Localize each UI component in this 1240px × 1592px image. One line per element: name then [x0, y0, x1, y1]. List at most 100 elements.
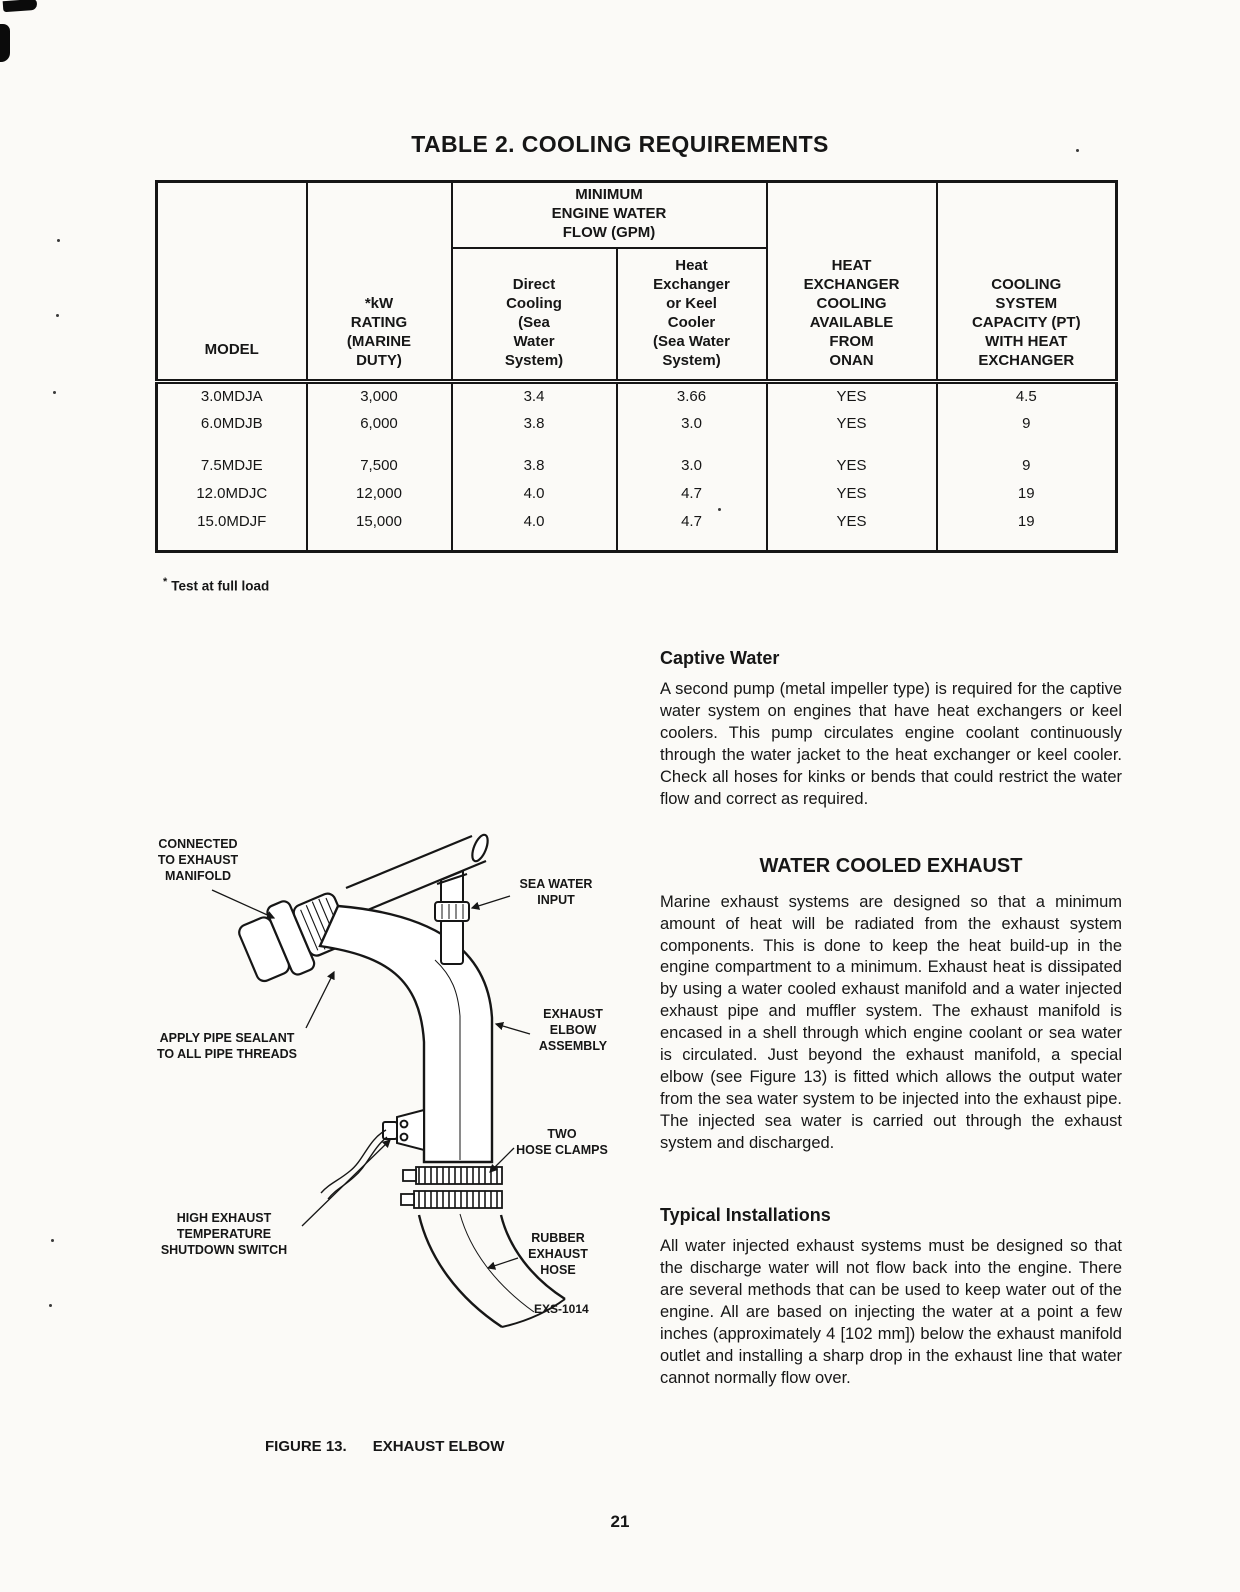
scan-artifact: [0, 24, 10, 62]
hose-clamps: [400, 1166, 503, 1209]
footnote-asterisk: *: [163, 576, 168, 588]
table-cell: 9: [935, 409, 1118, 438]
section-water-cooled-exhaust: WATER COOLED EXHAUST Marine exhaust syst…: [660, 855, 1122, 1155]
exhaust-inlet-pipe: [345, 833, 489, 916]
label-rubber-exhaust-hose: RUBBER EXHAUST HOSE: [528, 1231, 588, 1277]
table-cell: 4.5: [935, 381, 1118, 410]
table-cell: YES: [765, 451, 938, 480]
section-typical-installations: Typical Installations All water injected…: [660, 1205, 1122, 1390]
header-row-2: Direct Cooling (Sea Water System) Heat E…: [157, 247, 1117, 384]
table-cell: 4.0: [450, 479, 618, 508]
captive-water-heading: Captive Water: [660, 648, 780, 668]
table-cell-empty: [155, 437, 308, 452]
table-cell: 3.4: [450, 381, 618, 410]
drawing-code: EXS-1014: [534, 1302, 589, 1316]
col-header-hx-available: HEAT EXCHANGER COOLING AVAILABLE FROM ON…: [765, 181, 938, 384]
sea-water-fitting: [434, 869, 470, 965]
callout-arrows: [211, 889, 531, 1270]
col-header-heat-exchanger: Heat Exchanger or Keel Cooler (Sea Water…: [615, 247, 768, 384]
section-captive-water: Captive Water A second pump (metal impel…: [660, 648, 1122, 811]
scan-artifact: [2, 0, 38, 13]
typical-installations-heading: Typical Installations: [660, 1204, 831, 1225]
figure-13-caption: FIGURE 13. EXHAUST ELBOW: [265, 1438, 504, 1455]
table-cell-empty: [935, 437, 1118, 452]
scan-speck: [53, 391, 56, 394]
text-column: Captive Water A second pump (metal impel…: [660, 648, 1122, 1389]
table-title: TABLE 2. COOLING REQUIREMENTS: [411, 131, 829, 157]
cooling-requirements-table: MODEL *kW RATING (MARINE DUTY) MINIMUM E…: [155, 180, 1119, 553]
col-header-capacity: COOLING SYSTEM CAPACITY (PT) WITH HEAT E…: [935, 181, 1118, 384]
table-cell: YES: [765, 409, 938, 438]
table-cell: 15.0MDJF: [155, 507, 308, 536]
header-row-1: MODEL *kW RATING (MARINE DUTY) MINIMUM E…: [155, 181, 1118, 384]
scan-speck: [49, 1304, 52, 1307]
table-cell-empty: [935, 535, 1118, 552]
scan-speck: [56, 314, 59, 317]
table-cell: 3.8: [450, 409, 618, 438]
scan-speck: [57, 239, 60, 242]
table-cell: YES: [765, 381, 938, 410]
table-cell-empty: [450, 535, 618, 552]
table-cell-empty: [765, 437, 938, 452]
water-cooled-exhaust-paragraph: Marine exhaust systems are designed so t…: [660, 892, 1122, 1152]
table-cell: 19: [935, 479, 1118, 508]
table-cell: 3.0: [615, 451, 768, 480]
label-exhaust-elbow-assembly: EXHAUST ELBOW ASSEMBLY: [538, 1007, 608, 1053]
table-cell: 4.0: [450, 507, 618, 536]
captive-water-paragraph: A second pump (metal impeller type) is r…: [660, 680, 1122, 808]
table-cell: 4.7: [615, 479, 768, 508]
col-header-kw-rating: *kW RATING (MARINE DUTY): [305, 181, 453, 384]
sea-water-clamp-marks: [441, 904, 464, 919]
exhaust-elbow-drawing: [211, 833, 566, 1329]
table-cell-empty: [155, 535, 308, 552]
table-cell-empty: [450, 437, 618, 452]
table-cell: 15,000: [305, 507, 453, 536]
scan-speck: [51, 1239, 54, 1242]
rubber-exhaust-hose-drawing: [417, 1213, 566, 1329]
table-cell: YES: [765, 479, 938, 508]
table-cell: 9: [935, 451, 1118, 480]
table-cell-empty: [615, 437, 768, 452]
typical-installations-paragraph: All water injected exhaust systems must …: [660, 1236, 1122, 1387]
label-connected-to-exhaust-manifold: CONNECTED TO EXHAUST MANIFOLD: [157, 837, 239, 883]
table-cell: YES: [765, 507, 938, 536]
table-cell-empty: [765, 535, 938, 552]
table-cell: 3,000: [305, 381, 453, 410]
table-cell: 19: [935, 507, 1118, 536]
water-cooled-exhaust-heading: WATER COOLED EXHAUST: [759, 854, 1023, 877]
col-header-model: MODEL: [155, 181, 308, 384]
label-apply-pipe-sealant: APPLY PIPE SEALANT TO ALL PIPE THREADS: [156, 1031, 298, 1061]
figure-caption-number: FIGURE 13.: [265, 1438, 347, 1455]
table-cell: 12.0MDJC: [155, 479, 308, 508]
table-cell-empty: [305, 535, 453, 552]
switch-wires: [320, 1129, 388, 1200]
table-cell: 4.7: [615, 507, 768, 536]
col-header-direct-cooling: Direct Cooling (Sea Water System): [450, 247, 618, 384]
table-cell: 6.0MDJB: [155, 409, 308, 438]
table-cell: 12,000: [305, 479, 453, 508]
table-cell: 6,000: [305, 409, 453, 438]
table-cell-empty: [305, 437, 453, 452]
shutdown-switch: [382, 1108, 425, 1152]
table-header: MODEL *kW RATING (MARINE DUTY) MINIMUM E…: [155, 181, 1118, 384]
table-cell: 3.8: [450, 451, 618, 480]
elbow-seam: [434, 959, 461, 1160]
label-shutdown-switch: HIGH EXHAUST TEMPERATURE SHUTDOWN SWITCH: [160, 1211, 288, 1257]
table-cell: 3.0: [615, 409, 768, 438]
table-footnote: *Test at full load: [163, 576, 269, 594]
table-cell-empty: [615, 535, 768, 552]
label-sea-water-input: SEA WATER INPUT: [519, 877, 593, 907]
col-group-header-flow: MINIMUM ENGINE WATER FLOW (GPM): [450, 181, 768, 249]
elbow-body: [318, 904, 494, 1164]
table-cell: 7.5MDJE: [155, 451, 308, 480]
page-number: 21: [610, 1512, 630, 1531]
table-row-spacer: [155, 437, 1118, 452]
figure-caption-title: EXHAUST ELBOW: [372, 1438, 505, 1455]
